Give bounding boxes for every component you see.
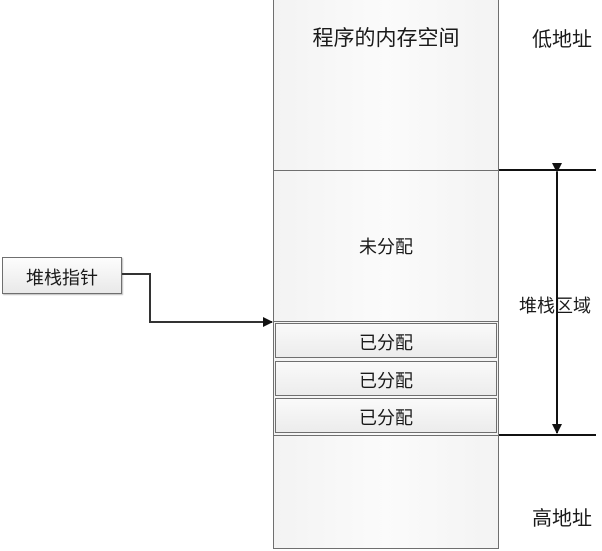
allocated-block — [275, 323, 497, 358]
low-address-label: 低地址 — [532, 27, 592, 51]
memory-space-column — [273, 0, 499, 549]
allocated-label: 已分配 — [359, 408, 413, 429]
allocated-block — [275, 398, 497, 433]
unallocated-label: 未分配 — [359, 237, 413, 258]
allocated-label: 已分配 — [359, 333, 413, 354]
allocated-block — [275, 361, 497, 396]
section-divider — [273, 435, 499, 436]
section-divider — [273, 170, 499, 171]
stack-pointer-arrow — [122, 273, 273, 327]
high-address-label: 高地址 — [532, 506, 592, 530]
memory-space-title: 程序的内存空间 — [312, 26, 460, 50]
section-divider — [273, 321, 499, 322]
stack-pointer-box — [2, 257, 122, 294]
stack-pointer-label: 堆栈指针 — [26, 268, 98, 289]
allocated-label: 已分配 — [359, 371, 413, 392]
